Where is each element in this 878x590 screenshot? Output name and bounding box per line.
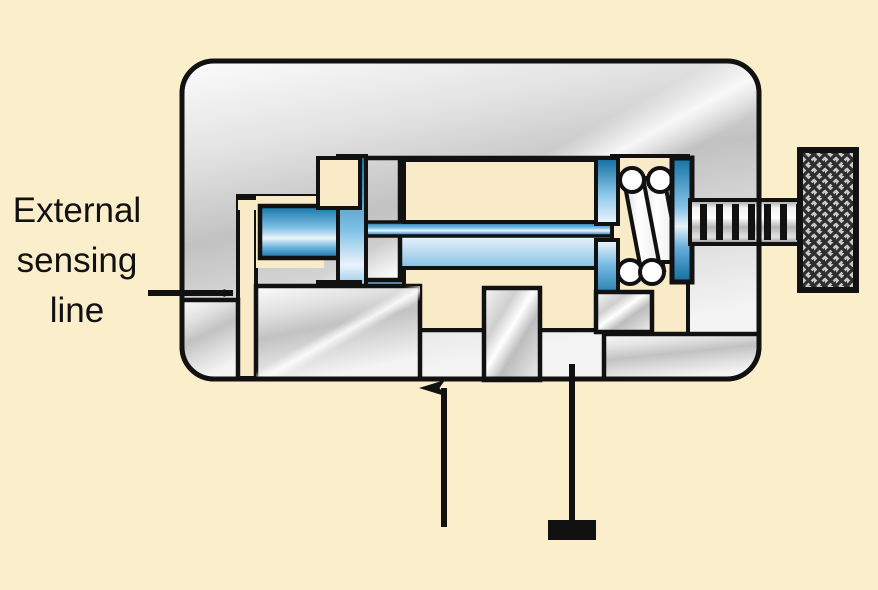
valve-body-outline bbox=[179, 58, 762, 382]
adjusting-knob[interactable] bbox=[797, 147, 859, 293]
body-lower-structure bbox=[253, 283, 762, 383]
external-sensing-line-label: External sensing line bbox=[13, 191, 141, 330]
label-line-2: sensing bbox=[17, 241, 138, 280]
label-line-1: External bbox=[13, 191, 141, 230]
adjusting-screw[interactable] bbox=[688, 198, 808, 246]
tank-port-symbol bbox=[548, 364, 596, 540]
spring bbox=[616, 166, 683, 286]
label-line-3: line bbox=[50, 291, 104, 330]
